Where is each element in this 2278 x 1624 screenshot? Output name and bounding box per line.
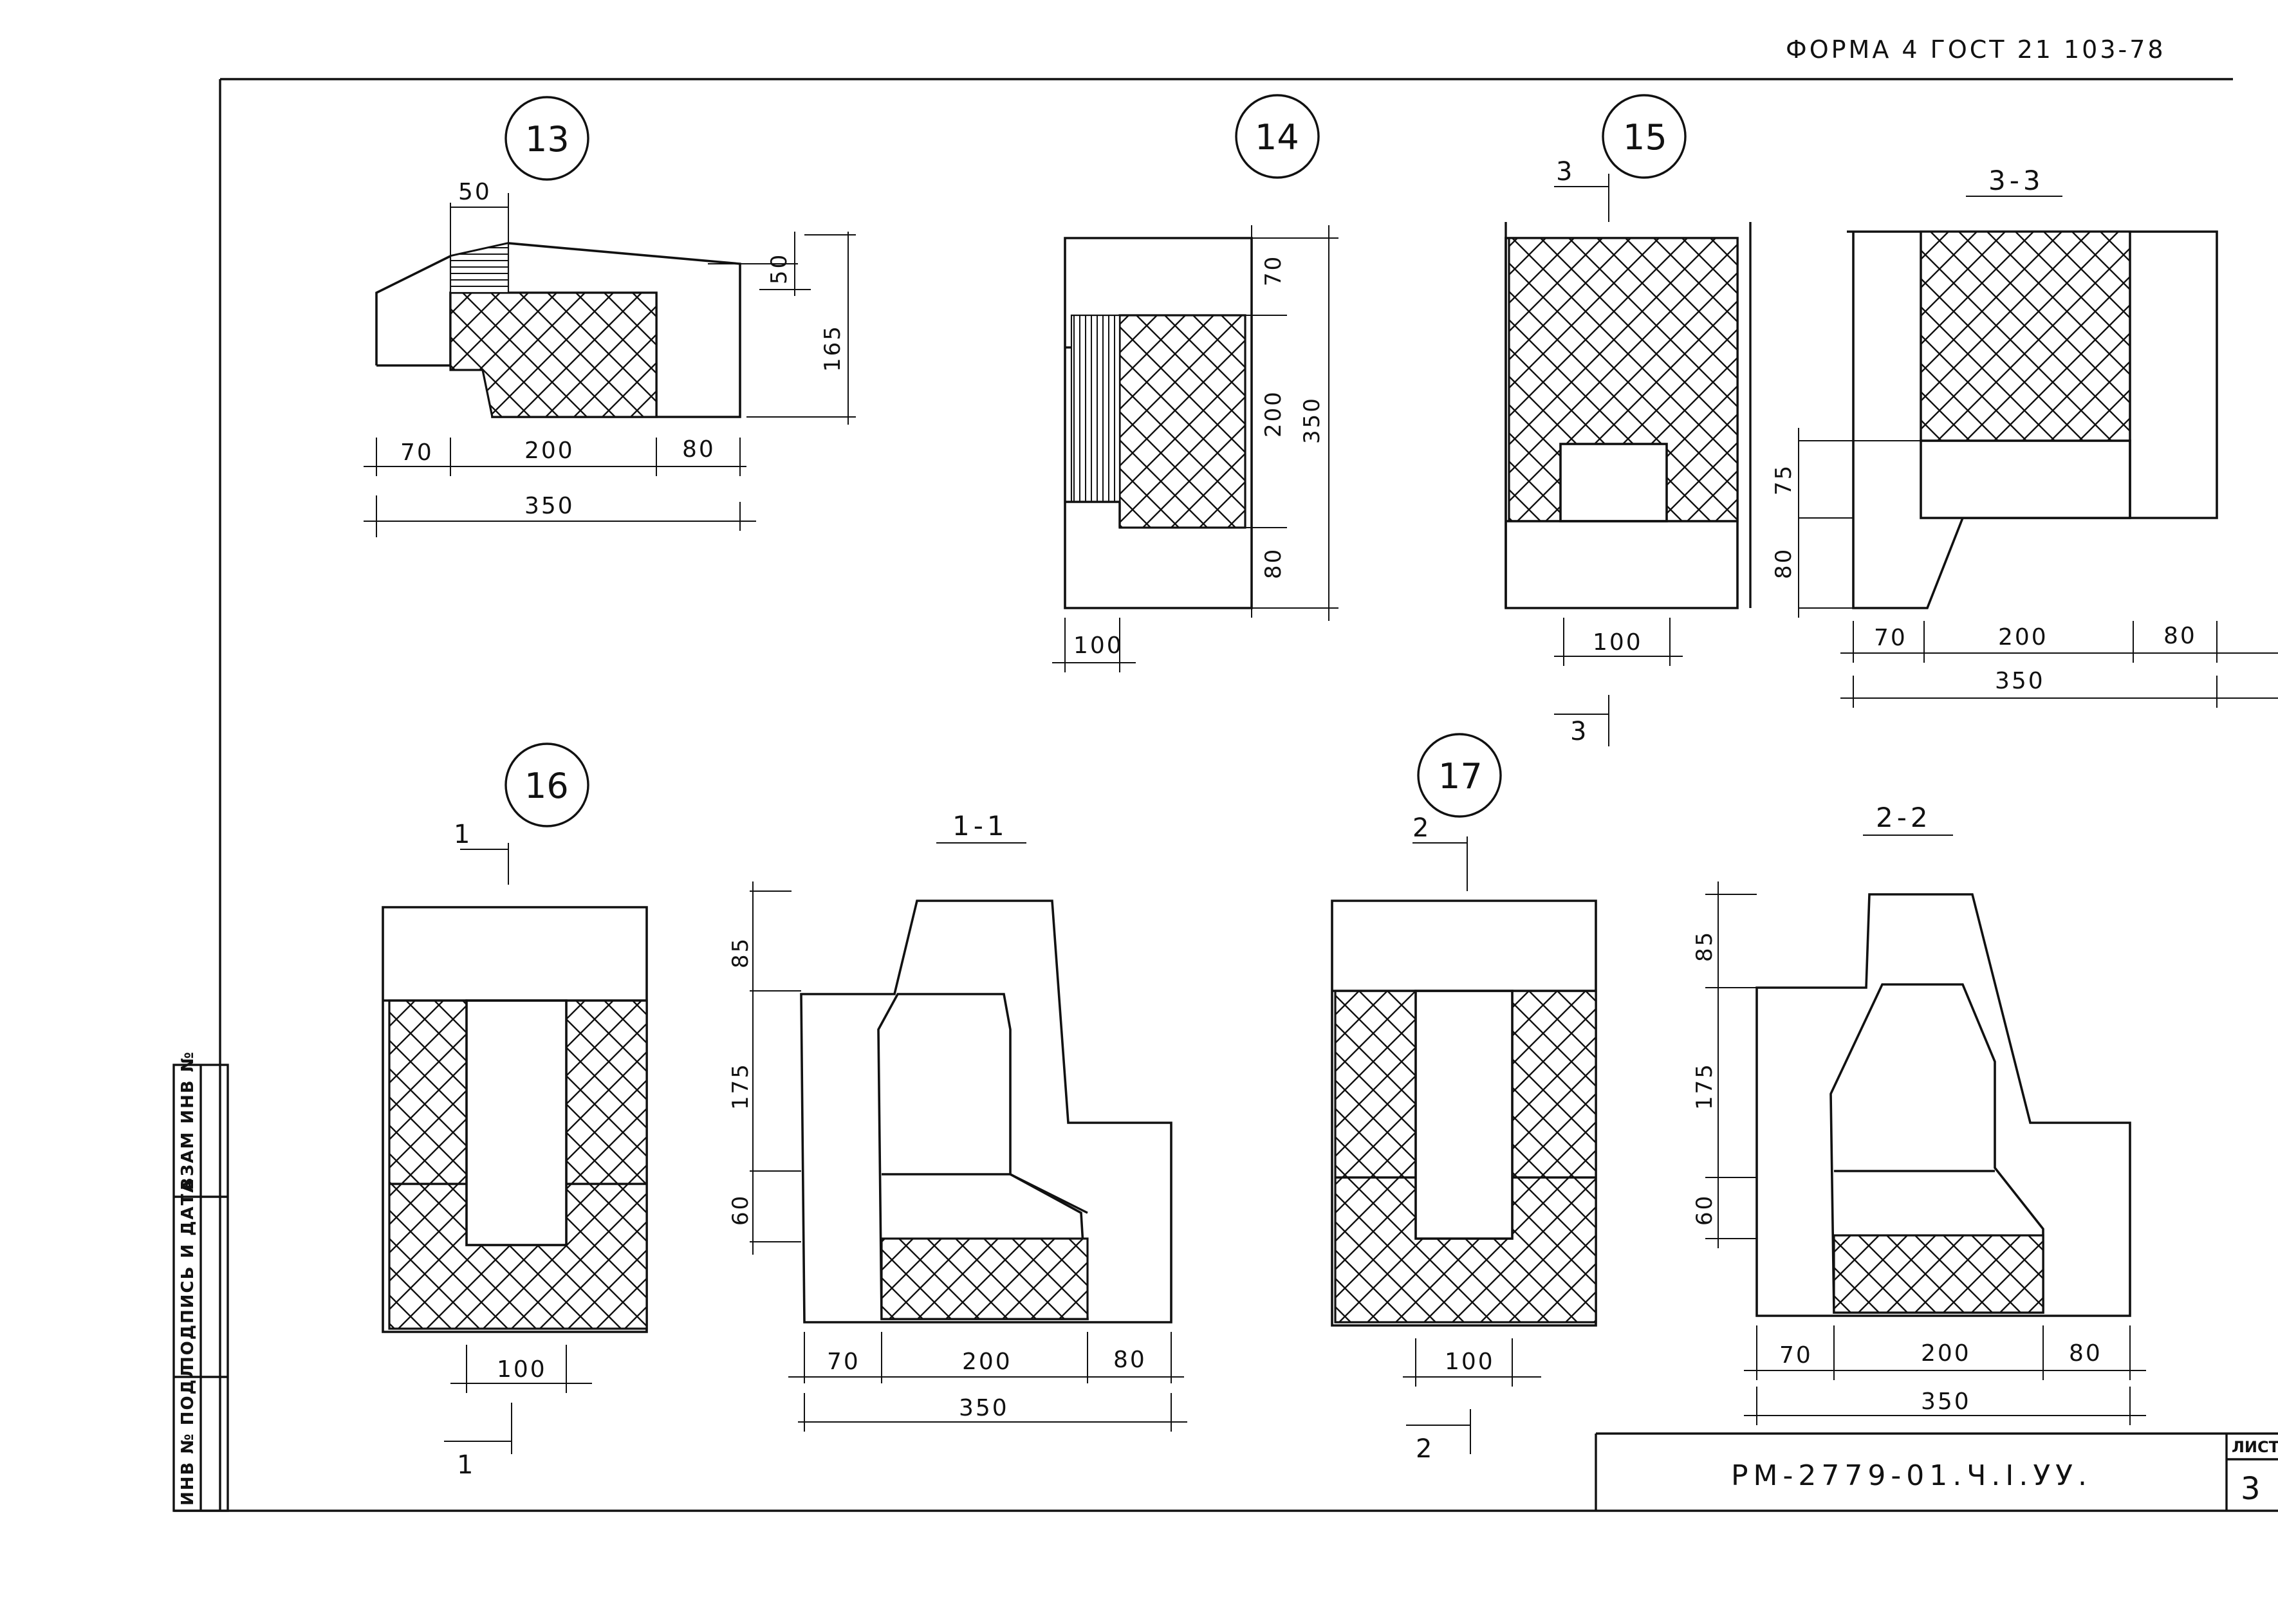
s11-title: 1-1 bbox=[952, 810, 1008, 842]
s11-dim-v-top: 85 bbox=[728, 937, 754, 968]
d15-dim-bottom: 100 bbox=[1593, 629, 1643, 656]
sheet-label: ЛИСТ bbox=[2232, 1438, 2278, 1456]
section-3-3: 3-3 75 80 70 200 80 350 bbox=[1771, 165, 2278, 708]
detail-16: 16 1 100 1 bbox=[382, 743, 648, 1480]
s11-dim-total: 350 bbox=[959, 1395, 1009, 1421]
s22-dim-mid: 200 bbox=[1921, 1340, 1971, 1367]
s11-dim-v-bot: 60 bbox=[728, 1194, 754, 1226]
s11-dim-right: 80 bbox=[1113, 1347, 1147, 1373]
s33-dim-v-top: 75 bbox=[1771, 464, 1797, 495]
d16-dim-bottom: 100 bbox=[497, 1356, 547, 1383]
d14-dim-v-bot: 80 bbox=[1261, 548, 1286, 579]
d15-cut-top: 3 bbox=[1556, 157, 1572, 187]
s22-dim-right: 80 bbox=[2069, 1340, 2102, 1367]
d14-dim-bottom: 100 bbox=[1073, 632, 1124, 659]
stamp-col3: ВЗАМ ИНВ № bbox=[178, 1051, 198, 1190]
detail-17: 17 2 100 2 bbox=[1331, 733, 1597, 1464]
d14-dim-v-top: 70 bbox=[1261, 255, 1286, 286]
callout-16: 16 bbox=[524, 766, 569, 806]
s22-dim-v-top: 85 bbox=[1692, 930, 1718, 962]
s33-dim-right: 80 bbox=[2163, 623, 2197, 649]
s33-title: 3-3 bbox=[1988, 165, 2044, 196]
d17-cut-bottom: 2 bbox=[1416, 1434, 1432, 1464]
s22-dim-v-mid: 175 bbox=[1692, 1062, 1718, 1110]
s33-dim-left: 70 bbox=[1874, 625, 1907, 651]
s33-dim-mid: 200 bbox=[1998, 624, 2048, 651]
document-code: РМ-2779-01.Ч.I.УУ. bbox=[1731, 1459, 2092, 1492]
d13-dim-top: 50 bbox=[458, 179, 492, 205]
d13-dim-right: 80 bbox=[682, 436, 716, 463]
s11-dim-v-mid: 175 bbox=[728, 1062, 754, 1110]
title-block: РМ-2779-01.Ч.I.УУ. ЛИСТ 3 bbox=[1595, 1432, 2278, 1511]
callout-13: 13 bbox=[525, 119, 570, 160]
detail-13: 13 50 50 165 70 200 80 350 bbox=[364, 96, 856, 537]
d13-dim-mid: 200 bbox=[524, 438, 575, 464]
callout-14: 14 bbox=[1255, 117, 1299, 158]
sheet-number: 3 bbox=[2241, 1471, 2261, 1507]
s33-dim-total: 350 bbox=[1995, 668, 2045, 694]
callout-17: 17 bbox=[1438, 756, 1483, 797]
form-label: ФОРМА 4 ГОСТ 21 103-78 bbox=[1786, 35, 2166, 64]
stamp-col1: ИНВ № ПОДЛ bbox=[178, 1363, 198, 1506]
stamp-col2: ПОДПИСЬ И ДАТА bbox=[178, 1179, 198, 1370]
s11-dim-left: 70 bbox=[827, 1349, 860, 1375]
d15-cut-bottom: 3 bbox=[1570, 717, 1586, 746]
s22-title: 2-2 bbox=[1876, 802, 1932, 833]
d16-cut-top: 1 bbox=[454, 820, 470, 849]
detail-14: 14 70 200 350 80 100 bbox=[1052, 94, 1338, 672]
d13-dim-right-top: 50 bbox=[766, 253, 792, 284]
section-2-2: 2-2 85 175 60 70 200 80 350 bbox=[1692, 802, 2146, 1425]
d17-cut-top: 2 bbox=[1412, 813, 1429, 843]
d17-dim-bottom: 100 bbox=[1445, 1349, 1495, 1375]
d14-dim-v-mid: 200 bbox=[1261, 390, 1286, 438]
d14-dim-v-total: 350 bbox=[1299, 396, 1325, 444]
callout-15: 15 bbox=[1623, 117, 1667, 158]
d13-dim-left: 70 bbox=[400, 439, 434, 466]
s22-dim-v-bot: 60 bbox=[1692, 1194, 1718, 1226]
s22-dim-left: 70 bbox=[1779, 1342, 1813, 1369]
d16-cut-bottom: 1 bbox=[457, 1450, 473, 1480]
s11-dim-mid: 200 bbox=[962, 1349, 1012, 1375]
s22-dim-total: 350 bbox=[1921, 1389, 1971, 1415]
s33-dim-v-bot: 80 bbox=[1771, 548, 1797, 579]
sheet-frame bbox=[174, 78, 2278, 1512]
detail-15: 15 3 100 3 bbox=[1505, 94, 1752, 746]
approval-stamp: ИНВ № ПОДЛ ПОДПИСЬ И ДАТА ВЗАМ ИНВ № bbox=[172, 1051, 229, 1512]
d13-dim-right-total: 165 bbox=[820, 324, 846, 372]
d13-dim-total: 350 bbox=[524, 493, 575, 519]
section-1-1: 1-1 85 175 60 70 200 80 350 bbox=[728, 810, 1187, 1432]
